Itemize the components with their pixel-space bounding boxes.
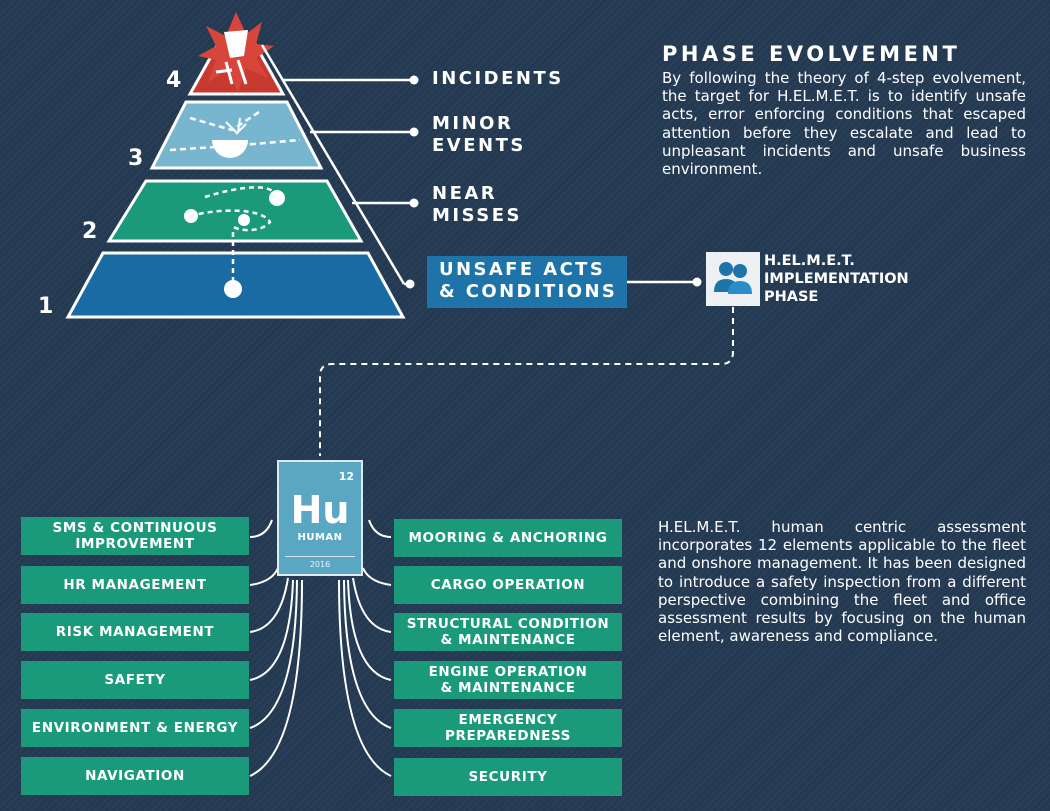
level-number-1: 1 <box>38 294 54 319</box>
tile-divider <box>285 556 355 557</box>
implementation-dot <box>692 277 702 287</box>
element-year: 2016 <box>309 560 331 569</box>
people-icon <box>706 252 760 306</box>
phase-title: PHASE EVOLVEMENT <box>662 42 961 66</box>
connector-dots <box>405 75 419 289</box>
element-security: SECURITY <box>394 758 622 796</box>
unsafe-acts-box: UNSAFE ACTS & CONDITIONS <box>427 256 627 308</box>
pyramid-level-3 <box>149 100 324 170</box>
element-safety: SAFETY <box>21 661 249 699</box>
phase-text: By following the theory of 4-step evolve… <box>662 69 1026 179</box>
element-environment-energy: ENVIRONMENT & ENERGY <box>21 709 249 747</box>
assessment-text: H.EL.M.E.T. human centric assessment inc… <box>658 518 1026 646</box>
label-incidents: INCIDENTS <box>432 68 564 89</box>
level-number-2: 2 <box>82 219 98 244</box>
element-hr-management: HR MANAGEMENT <box>21 566 249 604</box>
broken-object-icon <box>169 108 301 158</box>
element-name: HUMAN <box>297 532 343 543</box>
element-navigation: NAVIGATION <box>21 757 249 795</box>
right-element-links <box>338 519 392 777</box>
label-near-misses: NEAR MISSES <box>432 183 522 226</box>
label-minor-events: MINOR EVENTS <box>432 113 526 156</box>
level-connectors <box>283 78 414 286</box>
element-structural-condition: STRUCTURAL CONDITION & MAINTENANCE <box>394 613 622 651</box>
element-emergency-preparedness: EMERGENCY PREPAREDNESS <box>394 709 622 747</box>
near-miss-icon <box>184 186 285 232</box>
left-element-links <box>249 519 303 777</box>
element-engine-operation: ENGINE OPERATION & MAINTENANCE <box>394 661 622 699</box>
element-symbol: Hu <box>290 488 350 532</box>
level-number-4: 4 <box>166 68 182 93</box>
explosion-icon <box>198 12 274 92</box>
level-number-3: 3 <box>128 146 144 171</box>
dashed-route <box>319 307 734 456</box>
unsafe-dot <box>224 280 242 298</box>
element-cargo-operation: CARGO OPERATION <box>394 566 622 604</box>
element-mooring-anchoring: MOORING & ANCHORING <box>394 519 622 557</box>
atomic-number: 12 <box>338 470 354 483</box>
level-pointer-line <box>260 44 406 285</box>
label-unsafe-acts: UNSAFE ACTS & CONDITIONS <box>439 259 618 302</box>
implementation-label: H.EL.M.E.T. IMPLEMENTATION PHASE <box>764 253 909 305</box>
element-sms-continuous-improvement: SMS & CONTINUOUS IMPROVEMENT <box>21 517 249 555</box>
human-element-tile: 12 Hu HUMAN 2016 <box>277 460 363 576</box>
element-risk-management: RISK MANAGEMENT <box>21 613 249 651</box>
